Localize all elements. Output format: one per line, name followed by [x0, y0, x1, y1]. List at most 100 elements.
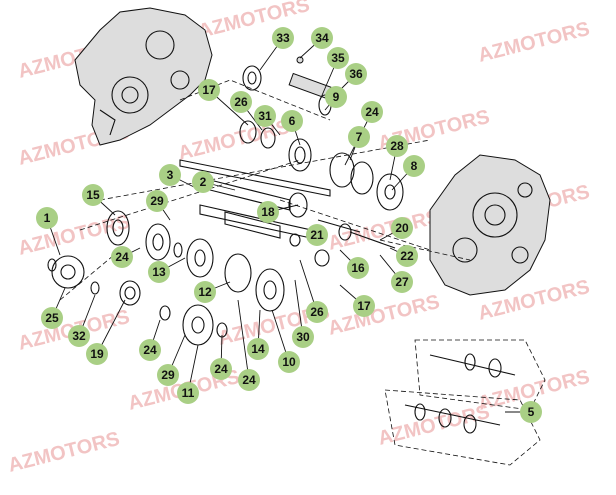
badge-label: 17: [202, 83, 216, 97]
watermark-text: AZMOTORS: [326, 291, 442, 340]
badge-label: 11: [182, 386, 195, 400]
badge-circle: [396, 245, 418, 267]
callout-badge-19: 19: [86, 343, 108, 365]
badge-label: 5: [528, 405, 535, 419]
callout-badge-2: 2: [192, 171, 214, 193]
inset-detail: [384, 339, 546, 466]
lower-gears: [106, 210, 301, 312]
callout-badge-27: 27: [391, 271, 413, 293]
watermark-text: AZMOTORS: [376, 401, 492, 450]
badge-circle: [348, 126, 370, 148]
callout-badge-10: 10: [278, 351, 300, 373]
badge-label: 3: [167, 168, 174, 182]
badge-circle: [111, 246, 133, 268]
callout-badge-16: 16: [347, 257, 369, 279]
callout-badge-13: 13: [148, 261, 170, 283]
callout-badge-24: 24: [111, 246, 133, 268]
callout-badge-15: 15: [82, 184, 104, 206]
badge-circle: [192, 171, 214, 193]
callout-badge-8: 8: [403, 155, 425, 177]
badge-label: 24: [242, 373, 256, 387]
badge-circle: [68, 325, 90, 347]
callout-badge-31: 31: [254, 105, 276, 127]
callout-badge-25: 25: [41, 307, 63, 329]
callout-badge-28: 28: [386, 135, 408, 157]
badge-label: 21: [310, 228, 324, 242]
badge-circle: [210, 358, 232, 380]
badge-circle: [327, 47, 349, 69]
badge-label: 16: [351, 261, 365, 275]
badge-label: 18: [261, 205, 275, 219]
badge-label: 27: [395, 275, 409, 289]
callout-badge-26: 26: [306, 301, 328, 323]
callout-badge-18: 18: [257, 201, 279, 223]
callout-badge-32: 32: [68, 325, 90, 347]
badge-circle: [82, 184, 104, 206]
badge-circle: [230, 91, 252, 113]
badge-label: 24: [143, 343, 157, 357]
leader-line: [237, 299, 250, 381]
badge-circle: [254, 105, 276, 127]
badge-circle: [272, 27, 294, 49]
badge-label: 8: [411, 159, 418, 173]
selector-parts: [314, 219, 396, 267]
badge-circle: [347, 257, 369, 279]
callout-badge-3: 3: [159, 164, 181, 186]
badge-circle: [157, 364, 179, 386]
badge-circle: [148, 261, 170, 283]
badge-circle: [159, 164, 181, 186]
watermark-text: AZMOTORS: [476, 18, 592, 67]
badge-circle: [520, 401, 542, 423]
badge-circle: [281, 110, 303, 132]
badge-label: 7: [356, 130, 363, 144]
badge-label: 26: [310, 305, 324, 319]
badge-label: 24: [214, 362, 228, 376]
badge-circle: [139, 339, 161, 361]
callout-badge-26: 26: [230, 91, 252, 113]
badge-label: 34: [315, 31, 329, 45]
badge-circle: [86, 343, 108, 365]
badge-circle: [146, 190, 168, 212]
left-crankcase: [74, 7, 213, 146]
callout-badge-20: 20: [391, 217, 413, 239]
badge-circle: [391, 217, 413, 239]
badge-label: 12: [198, 285, 212, 299]
callout-badge-21: 21: [306, 224, 328, 246]
callout-badge-12: 12: [194, 281, 216, 303]
badge-circle: [177, 382, 199, 404]
watermark-text: AZMOTORS: [6, 428, 122, 477]
badge-circle: [198, 79, 220, 101]
badge-label: 30: [296, 330, 310, 344]
callout-badge-5: 5: [520, 401, 542, 423]
badge-label: 17: [357, 299, 371, 313]
badge-circle: [345, 63, 367, 85]
shafts: [179, 159, 331, 241]
callout-badge-14: 14: [247, 338, 269, 360]
callout-badge-1: 1: [36, 207, 58, 229]
badge-circle: [41, 307, 63, 329]
badge-circle: [306, 224, 328, 246]
badge-circle: [257, 201, 279, 223]
callout-badge-30: 30: [292, 326, 314, 348]
watermark-text: AZMOTORS: [326, 206, 442, 255]
badge-label: 28: [390, 139, 404, 153]
callout-badge-29: 29: [157, 364, 179, 386]
badge-label: 10: [282, 355, 296, 369]
badge-circle: [403, 155, 425, 177]
badge-label: 22: [400, 249, 414, 263]
badge-circle: [325, 86, 347, 108]
badge-label: 20: [395, 221, 409, 235]
callout-badge-7: 7: [348, 126, 370, 148]
callout-badge-24: 24: [139, 339, 161, 361]
callout-badge-24: 24: [210, 358, 232, 380]
badge-label: 19: [90, 347, 104, 361]
badge-label: 24: [115, 250, 129, 264]
callout-badge-24: 24: [238, 369, 260, 391]
callout-badge-34: 34: [311, 27, 333, 49]
badge-label: 25: [45, 311, 59, 325]
badge-circle: [386, 135, 408, 157]
assembly-lines: [59, 79, 471, 301]
badge-circle: [278, 351, 300, 373]
callout-badge-24: 24: [361, 101, 383, 123]
